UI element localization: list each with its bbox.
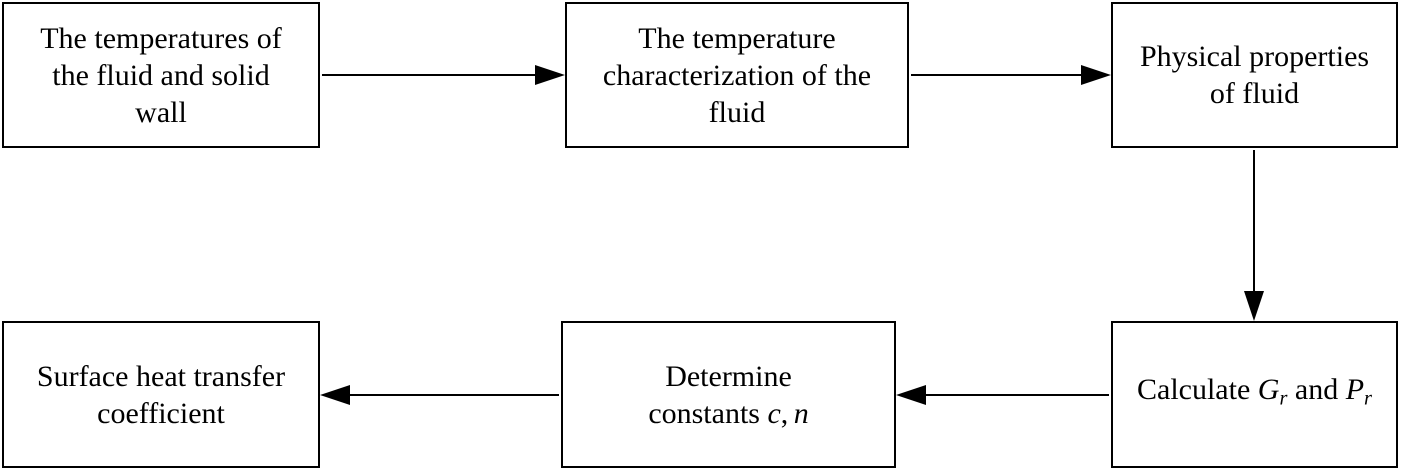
node-label-text: Calculate xyxy=(1137,373,1258,407)
arrow-calculate-to-determine-constants xyxy=(896,385,1109,405)
arrowhead-down-icon xyxy=(1244,291,1264,321)
constant-c-symbol: c xyxy=(767,396,781,430)
node-label-line: fluid xyxy=(708,95,766,129)
node-label-line: wall xyxy=(135,95,187,129)
node-label: Surface heat transfer coefficient xyxy=(4,358,318,432)
arrow-characterization-to-physical-properties xyxy=(911,65,1111,85)
node-label-text: , xyxy=(780,396,789,430)
node-temperature-characterization-of-fluid: The temperature characterization of the … xyxy=(565,2,909,148)
prandtl-symbol: P xyxy=(1345,373,1365,407)
node-label-line: coefficient xyxy=(97,396,225,430)
node-label-line: of fluid xyxy=(1209,77,1300,110)
node-determine-constants-c-n: Determine constants c,n xyxy=(561,321,896,468)
node-label-line: The temperatures of xyxy=(40,21,282,55)
node-label-line: Determine xyxy=(665,359,792,393)
node-label-line: the fluid and solid xyxy=(52,58,270,92)
node-label-text: and xyxy=(1287,373,1346,407)
node-label: Calculate Gr and Pr xyxy=(1113,371,1396,418)
node-temperatures-of-fluid-and-solid-wall: The temperatures of the fluid and solid … xyxy=(2,2,320,148)
node-label-line: Surface heat transfer xyxy=(36,359,286,393)
node-label-text: constants xyxy=(648,396,768,430)
grashof-subscript: r xyxy=(1279,387,1288,410)
node-label-line: Physical properties xyxy=(1139,40,1370,73)
node-label-line: constants c,n xyxy=(563,395,894,432)
node-label-line: characterization of the xyxy=(602,58,872,92)
grashof-symbol: G xyxy=(1257,373,1280,407)
arrow-determine-constants-to-surface-coefficient xyxy=(320,385,559,405)
node-label: Physical properties of fluid xyxy=(1113,38,1396,112)
node-label: The temperature characterization of the … xyxy=(567,20,907,131)
arrow-temperatures-to-characterization xyxy=(322,65,565,85)
node-label-line: The temperature xyxy=(638,21,836,55)
arrowhead-left-icon xyxy=(896,385,926,405)
prandtl-subscript: r xyxy=(1364,387,1372,410)
arrowhead-right-icon xyxy=(535,65,565,85)
arrow-physical-properties-to-calculate xyxy=(1244,150,1264,321)
arrowhead-left-icon xyxy=(320,385,350,405)
node-calculate-gr-and-pr: Calculate Gr and Pr xyxy=(1111,321,1398,468)
node-physical-properties-of-fluid: Physical properties of fluid xyxy=(1111,2,1398,148)
node-label: Determine constants c,n xyxy=(563,358,894,432)
constant-n-symbol: n xyxy=(793,396,809,430)
node-label: The temperatures of the fluid and solid … xyxy=(4,20,318,131)
node-surface-heat-transfer-coefficient: Surface heat transfer coefficient xyxy=(2,321,320,468)
arrowhead-right-icon xyxy=(1081,65,1111,85)
